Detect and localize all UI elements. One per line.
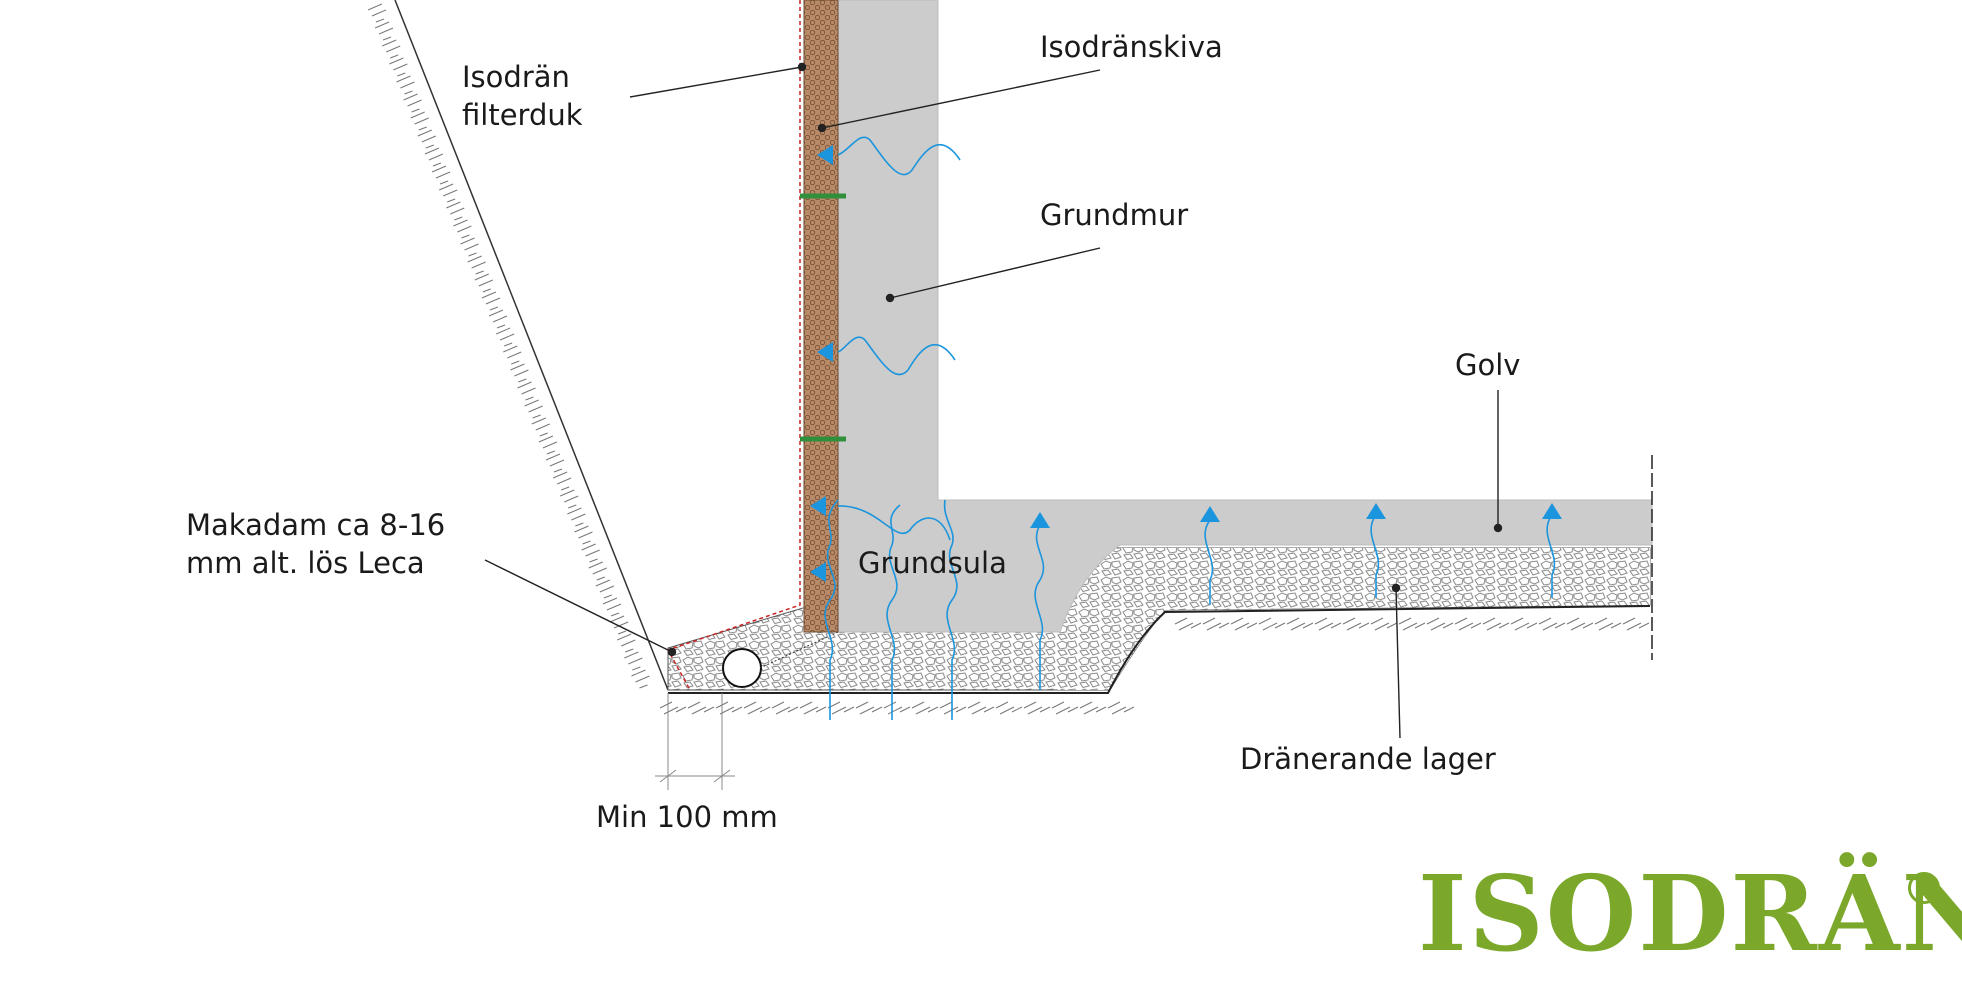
label-grundmur: Grundmur [1040,198,1189,232]
dimension-marker [655,693,735,790]
gravel-under-slab [1058,548,1650,690]
leader-lines [484,62,1503,739]
label-isodranskiva: Isodränskiva [1040,30,1223,64]
soil-hatch-slope [367,3,650,689]
drain-pipe-icon [722,648,762,688]
label-makadam: Makadam ca 8-16 [186,508,446,542]
label-dranerande-lager: Dränerande lager [1240,742,1496,776]
soil-hatch-bottom [659,617,1650,715]
water-arrowheads [810,145,1562,582]
isodran-board [803,0,839,633]
registered-mark-icon: R [1908,872,1940,904]
soil-slope [362,0,669,691]
label-filterduk-2: filterduk [462,98,583,132]
foundation-wall [837,0,1653,633]
anchor-pins [800,193,846,442]
label-makadam-2: mm alt. lös Leca [186,546,425,580]
label-min-distance: Min 100 mm [596,800,778,834]
subgrade-line [668,605,1651,694]
isodran-logo: ISODRÄN [1418,852,1962,975]
water-flow-icons [824,136,1556,720]
label-grundsula: Grundsula [858,546,1007,580]
label-filterduk: Isodrän [462,60,570,94]
label-golv: Golv [1455,348,1521,382]
soil-bottom [659,617,1650,715]
filter-fabric [666,0,801,691]
